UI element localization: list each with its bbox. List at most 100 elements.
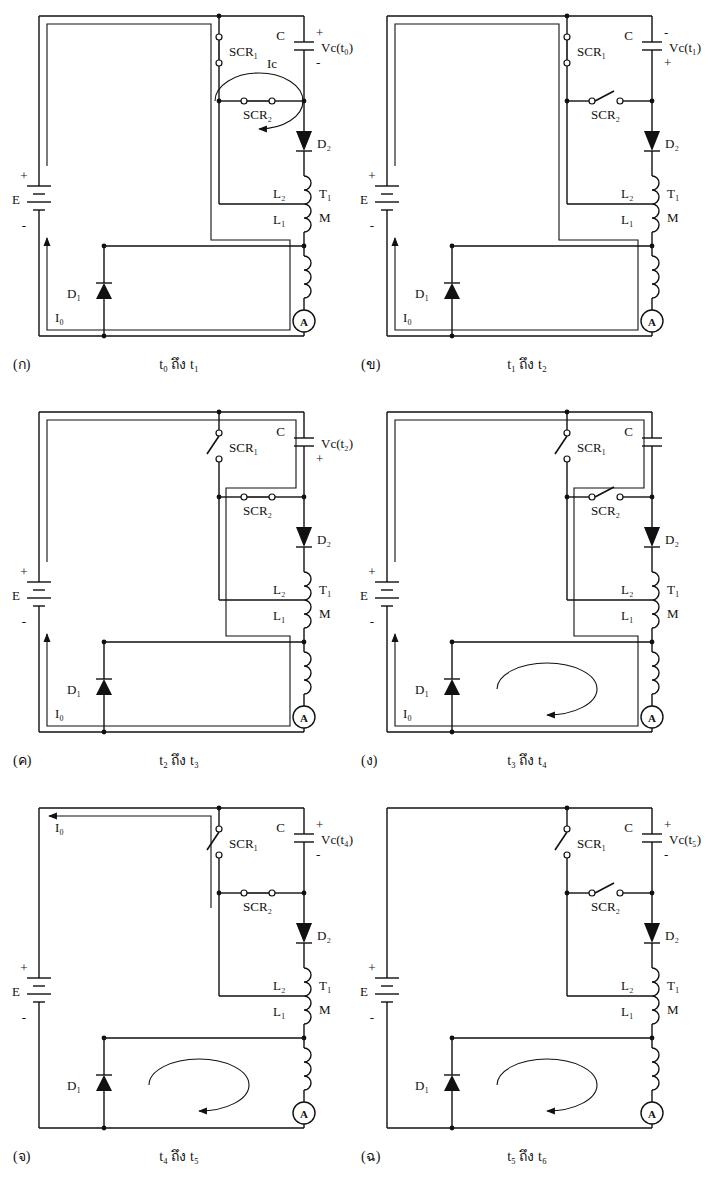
diode-symbol [296, 923, 312, 943]
junction-dot [450, 640, 455, 645]
circuit-label: + [367, 169, 376, 182]
circuit-label: SCR₂ [242, 504, 273, 517]
switch-contact [617, 494, 623, 500]
junction-dot [565, 495, 570, 500]
circuit-label: L₂ [272, 979, 286, 992]
circuit-label: A [647, 713, 657, 724]
wire [381, 1001, 393, 1002]
circuit-label: A [647, 1109, 657, 1120]
wire [375, 581, 399, 582]
wire [452, 245, 652, 246]
junction-dot [102, 334, 107, 339]
circuit-label: E [11, 589, 21, 602]
diode-symbol [644, 527, 660, 547]
wire [651, 694, 652, 706]
wire [39, 15, 304, 16]
junction-dot [302, 891, 307, 896]
wire [275, 496, 304, 497]
junction-dot [565, 891, 570, 896]
switch-contact [589, 890, 595, 896]
circuit-label: (จ) [12, 1150, 31, 1164]
junction-dot [450, 244, 455, 249]
wire [33, 193, 45, 194]
junction-dot [102, 730, 107, 735]
wire [104, 245, 304, 246]
junction-dot [565, 99, 570, 104]
circuit-label: L₂ [272, 583, 286, 596]
wire [651, 1090, 652, 1102]
switch-blade [555, 832, 567, 850]
circuit-label: (ค) [12, 754, 32, 768]
circuit-label: E [11, 985, 21, 998]
circuit-label: I₀ [402, 707, 413, 720]
current-path [47, 24, 290, 330]
inductor-symbol [304, 1048, 311, 1090]
wire [381, 589, 393, 590]
circuit-label: + [663, 56, 672, 69]
junction-dot [650, 495, 655, 500]
switch-contact [269, 890, 275, 896]
circuit-label: L₁ [272, 1005, 286, 1018]
wire [452, 1037, 652, 1038]
wire [218, 66, 219, 204]
circuit-label: L₁ [272, 609, 286, 622]
junction-dot [217, 806, 222, 811]
freewheel-loop [497, 663, 597, 715]
wire [33, 589, 45, 590]
switch-contact [216, 34, 222, 40]
switch-contact [241, 494, 247, 500]
wire [219, 203, 304, 204]
motor-symbol [641, 1102, 663, 1124]
diode-symbol [96, 679, 112, 695]
diode-symbol [444, 1075, 460, 1091]
wire [651, 412, 652, 438]
wire [651, 943, 652, 968]
wire [651, 298, 652, 310]
circuit-label: - [663, 848, 669, 861]
junction-dot [565, 14, 570, 19]
wire [38, 412, 39, 582]
transformer-coil [304, 176, 311, 232]
wire [386, 16, 387, 186]
circuit-label: T₁ [318, 187, 332, 200]
diode-symbol [296, 527, 312, 547]
transformer-coil [304, 572, 311, 628]
wire [386, 210, 387, 336]
switch-contact [564, 34, 570, 40]
wire [27, 977, 51, 978]
circuit-label: + [19, 565, 28, 578]
switch-blade [595, 91, 614, 101]
wire [219, 496, 241, 497]
diode-symbol [96, 283, 112, 299]
diode-symbol [444, 679, 460, 695]
switch-contact [589, 494, 595, 500]
diode-symbol [444, 283, 460, 299]
wire [623, 892, 652, 893]
circuit-label: t₃ ถึง t₄ [506, 754, 548, 768]
wire [651, 50, 652, 131]
circuit-label: SCR₁ [576, 441, 607, 454]
switch-blade [247, 892, 269, 894]
wire [303, 446, 304, 527]
wire [303, 412, 304, 438]
wire [567, 995, 652, 996]
circuit-label: t₁ ถึง t₂ [506, 358, 548, 372]
wire [294, 437, 314, 438]
wire [381, 209, 393, 210]
circuit-label: T₁ [318, 583, 332, 596]
circuit-label: L₁ [272, 213, 286, 226]
circuit-label: (ก) [12, 358, 31, 372]
switch-contact [564, 430, 570, 436]
circuit-label: M [318, 607, 332, 620]
switch-contact [269, 98, 275, 104]
junction-dot [217, 14, 222, 19]
junction-dot [302, 99, 307, 104]
wire [38, 606, 39, 732]
circuit-label: A [299, 1109, 309, 1120]
junction-dot [302, 1036, 307, 1041]
junction-dot [650, 891, 655, 896]
wire [27, 993, 51, 994]
circuit-label: C [275, 821, 286, 834]
circuit-label: M [666, 211, 680, 224]
switch-contact [216, 456, 222, 462]
